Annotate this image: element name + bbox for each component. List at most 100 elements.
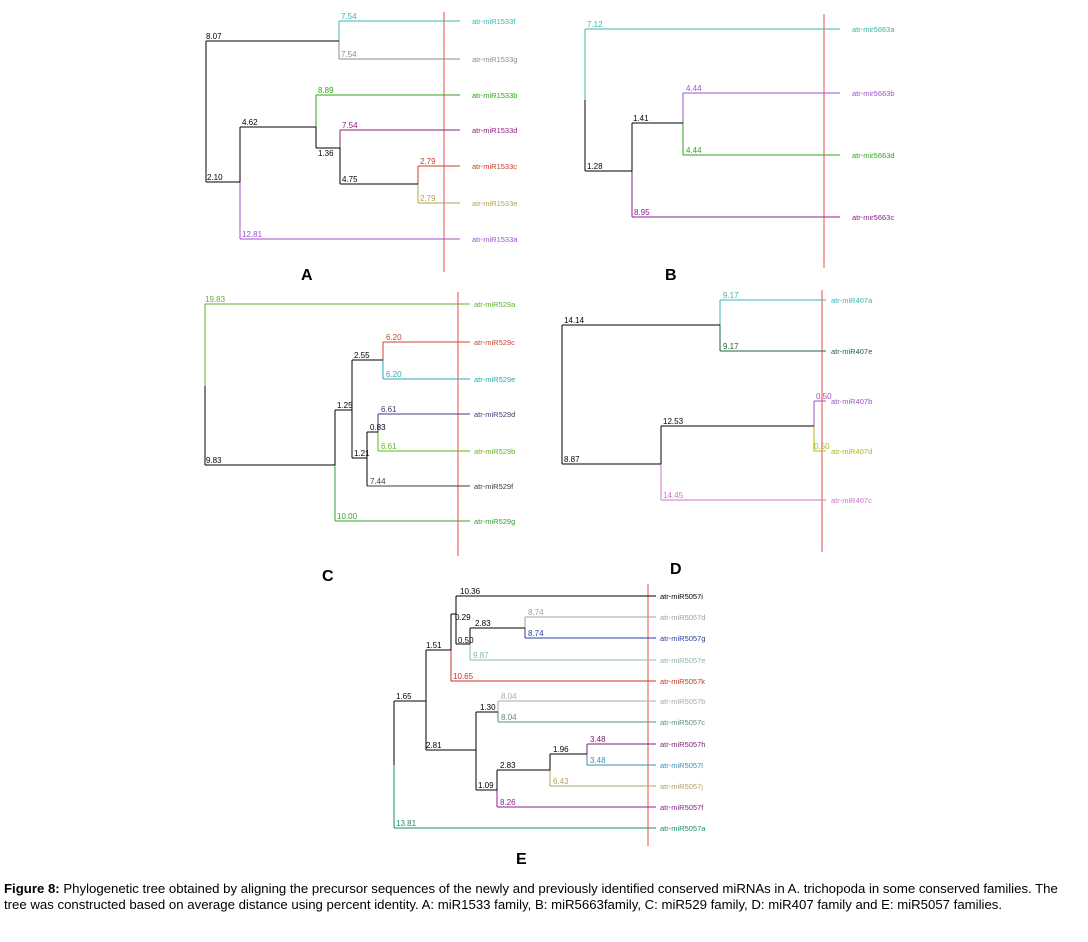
leaf-length-label: 19.83: [205, 295, 226, 304]
internal-length-label: 2.83: [475, 619, 491, 628]
internal-length-label: 1.28: [587, 162, 603, 171]
internal-length-label: 14.14: [564, 316, 585, 325]
leaf-name: atr-miR5057l: [660, 761, 703, 770]
internal-length-label: 2.55: [354, 351, 370, 360]
leaf-length-label: 7.54: [341, 50, 357, 59]
internal-length-label: 2.10: [207, 173, 223, 182]
internal-length-label: 1.51: [426, 641, 442, 650]
leaf-length-label: 8.26: [500, 798, 516, 807]
panel-label-d: D: [670, 561, 682, 578]
internal-length-label: 1.21: [354, 449, 370, 458]
leaf-name: atr-miR1533e: [472, 199, 517, 208]
panel-label-c: C: [322, 568, 334, 585]
leaf-length-label: 4.44: [686, 146, 702, 155]
figure-caption: Figure 8: Phylogenetic tree obtained by …: [4, 881, 1084, 913]
leaf-length-label: 14.45: [663, 491, 684, 500]
internal-length-label: 1.65: [396, 692, 412, 701]
leaf-name: atr-miR529e: [474, 375, 515, 384]
leaf-name: atr-miR407a: [831, 296, 873, 305]
leaf-length-label: 8.74: [528, 608, 544, 617]
leaf-name: atr-miR5057h: [660, 740, 705, 749]
leaf-name: atr-miR5057e: [660, 656, 705, 665]
leaf-name: atr-miR1533a: [472, 235, 518, 244]
leaf-name: atr-mir5663c: [852, 213, 894, 222]
leaf-length-label: 6.20: [386, 333, 402, 342]
leaf-length-label: 6.61: [381, 405, 397, 414]
leaf-name: atr-miR407d: [831, 447, 872, 456]
leaf-name: atr-miR5057j: [660, 782, 703, 791]
internal-length-label: 8.87: [564, 455, 580, 464]
panel-label-a: A: [301, 267, 313, 284]
panel-e-tree: 10.36 8.74 8.74 9.87 10.65 8.04 8.04 3.4…: [393, 584, 706, 868]
leaf-name: atr-miR1533f: [472, 17, 516, 26]
leaf-length-label: 9.17: [723, 342, 739, 351]
leaf-length-label: 3.48: [590, 756, 606, 765]
internal-length-label: 0.29: [455, 613, 471, 622]
leaf-length-label: 9.87: [473, 651, 489, 660]
internal-length-label: 4.62: [242, 118, 258, 127]
leaf-name: atr-miR1533d: [472, 126, 517, 135]
internal-length-label: 1.96: [553, 745, 569, 754]
internal-length-label: 8.07: [206, 32, 222, 41]
leaf-length-label: 8.04: [501, 692, 517, 701]
panel-b-tree: 7.12 4.44 4.44 8.95 1.41 1.28 atr-mir566…: [584, 14, 895, 284]
leaf-length-label: 8.74: [528, 629, 544, 638]
leaf-length-label: 8.95: [634, 208, 650, 217]
leaf-length-label: 2.79: [420, 194, 436, 203]
leaf-name: atr-miR1533g: [472, 55, 517, 64]
internal-length-label: 0.50: [458, 636, 474, 645]
leaf-name: atr-miR5057g: [660, 634, 705, 643]
leaf-name: atr-miR529a: [474, 300, 516, 309]
leaf-length-label: 3.48: [590, 735, 606, 744]
leaf-length-label: 4.44: [686, 84, 702, 93]
internal-length-label: 12.53: [663, 417, 684, 426]
leaf-name: atr-miR1533c: [472, 162, 517, 171]
leaf-length-label: 10.00: [337, 512, 358, 521]
internal-length-label: 1.41: [633, 114, 649, 123]
panel-c-tree: 19.83 6.20 6.20 6.61 6.61 7.44 10.00 2.5…: [204, 292, 516, 585]
leaf-name: atr-miR5057b: [660, 697, 705, 706]
leaf-length-label: 2.79: [420, 157, 436, 166]
leaf-length-label: 7.54: [342, 121, 358, 130]
internal-length-label: 0.83: [370, 423, 386, 432]
leaf-length-label: 9.17: [723, 291, 739, 300]
figure-caption-text: Phylogenetic tree obtained by aligning t…: [4, 881, 1058, 913]
leaf-length-label: 8.89: [318, 86, 334, 95]
leaf-name: atr-miR407b: [831, 397, 872, 406]
internal-length-label: 1.25: [337, 401, 353, 410]
panel-d-tree: 9.17 9.17 0.50 0.50 14.45 14.14 12.53 8.…: [561, 290, 873, 578]
leaf-length-label: 0.50: [816, 392, 832, 401]
leaf-length-label: 10.65: [453, 672, 474, 681]
leaf-name: atr-mir5663d: [852, 151, 895, 160]
leaf-length-label: 8.04: [501, 713, 517, 722]
figure-label: Figure 8:: [4, 881, 60, 896]
leaf-length-label: 7.44: [370, 477, 386, 486]
internal-length-label: 4.75: [342, 175, 358, 184]
leaf-length-label: 6.43: [553, 777, 569, 786]
leaf-name: atr-miR5057c: [660, 718, 705, 727]
internal-length-label: 9.83: [206, 456, 222, 465]
leaf-name: atr-miR5057a: [660, 824, 706, 833]
leaf-length-label: 7.12: [587, 20, 603, 29]
leaf-name: atr-miR529g: [474, 517, 515, 526]
leaf-name: atr-miR5057d: [660, 613, 705, 622]
leaf-length-label: 7.54: [341, 12, 357, 21]
leaf-length-label: 6.61: [381, 442, 397, 451]
leaf-name: atr-miR5057k: [660, 677, 705, 686]
leaf-name: atr-miR529f: [474, 482, 514, 491]
internal-length-label: 2.81: [426, 741, 442, 750]
panel-a-tree: 7.54 7.54 8.89 7.54 2.79 2.79 12.81 8.07…: [205, 12, 518, 284]
leaf-length-label: 12.81: [242, 230, 263, 239]
leaf-length-label: 6.20: [386, 370, 402, 379]
leaf-name: atr-miR5057f: [660, 803, 704, 812]
internal-length-label: 2.83: [500, 761, 516, 770]
leaf-name: atr-mir5663a: [852, 25, 895, 34]
leaf-name: atr-miR529b: [474, 447, 515, 456]
leaf-name: atr-miR529d: [474, 410, 515, 419]
leaf-length-label: 10.36: [460, 587, 481, 596]
leaf-name: atr-miR407c: [831, 496, 872, 505]
panel-label-b: B: [665, 267, 677, 284]
leaf-name: atr-miR5057i: [660, 592, 703, 601]
internal-length-label: 1.09: [478, 781, 494, 790]
leaf-name: atr-miR1533b: [472, 91, 517, 100]
